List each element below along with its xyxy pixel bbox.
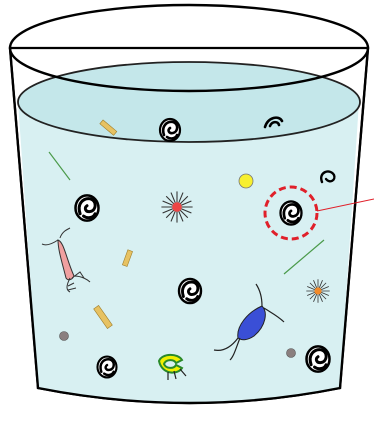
cell-organism-icon	[281, 201, 302, 224]
cell-organism-icon	[76, 195, 99, 220]
particle-dot-icon	[239, 174, 253, 188]
cell-organism-icon	[179, 279, 201, 303]
cell-organism-icon	[98, 357, 117, 378]
particle-dot-icon	[60, 332, 69, 341]
cell-organism-icon	[160, 119, 180, 141]
particle-dot-icon	[287, 349, 296, 358]
cell-organism-icon	[307, 346, 330, 371]
water-surface	[18, 62, 360, 142]
